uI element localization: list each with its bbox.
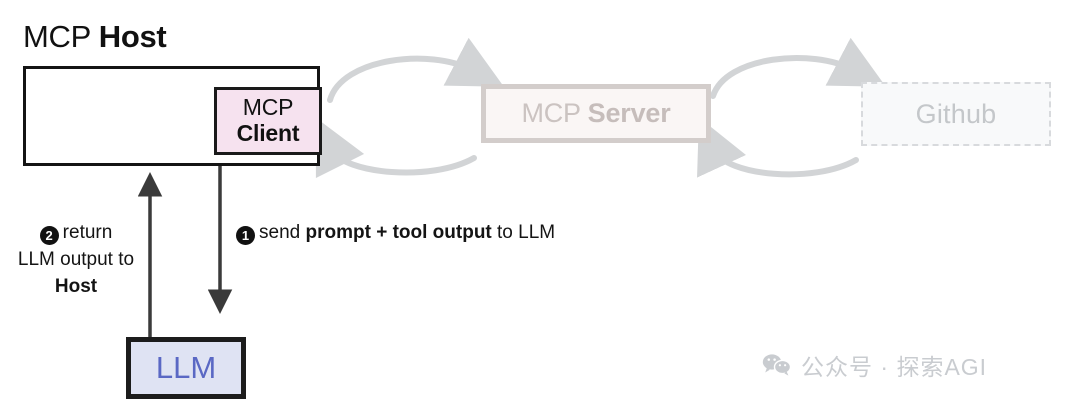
github-box[interactable]: Github xyxy=(861,82,1051,146)
wechat-icon xyxy=(762,354,792,376)
mcp-server-label-bold: Server xyxy=(587,98,671,128)
step-1-text-after: to LLM xyxy=(491,222,556,243)
mcp-client-box[interactable]: MCP Client xyxy=(214,87,322,155)
step-1-text-before: send xyxy=(259,222,306,243)
mcp-server-box[interactable]: MCP Server xyxy=(481,84,711,143)
mcp-client-label-line1: MCP xyxy=(242,94,294,120)
watermark: 公众号 · 探索AGI xyxy=(762,348,987,382)
arrow-client-to-server-top xyxy=(327,37,504,103)
step-2-line2: LLM output to xyxy=(17,249,135,270)
step-1-text-bold: prompt + tool output xyxy=(305,222,492,243)
mcp-host-title-plain: MCP xyxy=(23,19,99,54)
arrow-server-to-github-top xyxy=(710,37,886,99)
llm-label: LLM xyxy=(155,350,217,385)
mcp-server-label: MCP Server xyxy=(521,98,670,129)
mcp-client-label-line2: Client xyxy=(236,120,300,146)
watermark-text: 公众号 · 探索AGI xyxy=(801,354,988,380)
github-label: Github xyxy=(915,98,997,129)
step-2-line3: Host xyxy=(54,276,98,297)
step-2-badge: 2 xyxy=(39,226,59,245)
mcp-host-title-bold: Host xyxy=(98,19,167,54)
llm-box[interactable]: LLM xyxy=(126,337,246,399)
arrow-server-to-client-bottom xyxy=(315,117,477,179)
arrow-github-to-server-bottom xyxy=(697,117,859,178)
mcp-host-title: MCP Host xyxy=(23,18,167,56)
step-1-badge: 1 xyxy=(236,226,255,245)
step-2-line1: return xyxy=(62,222,113,243)
mcp-server-label-plain: MCP xyxy=(521,98,588,128)
